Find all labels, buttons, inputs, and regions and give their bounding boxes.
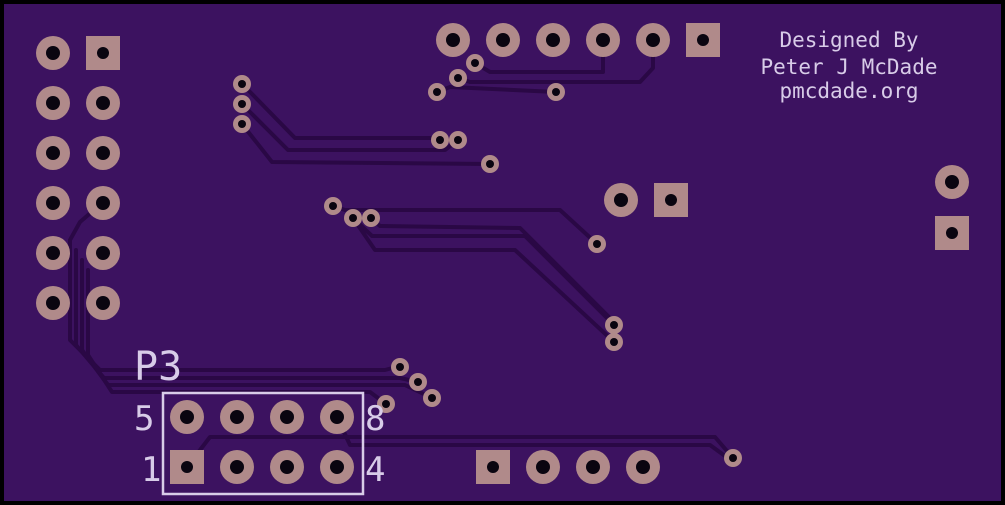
p3-outline bbox=[161, 391, 365, 496]
credits-line-3: pmcdade.org bbox=[779, 79, 918, 103]
round-pads-left bbox=[36, 36, 120, 320]
p3-pin-5-label: 5 bbox=[134, 399, 154, 439]
trace bbox=[240, 102, 460, 152]
trace bbox=[240, 122, 492, 166]
p3-pin-1-label: 1 bbox=[141, 450, 161, 490]
bottom-header bbox=[476, 450, 660, 484]
p3-pin-4-label: 4 bbox=[365, 450, 385, 490]
credits-line-2: Peter J McDade bbox=[760, 55, 937, 79]
pads bbox=[36, 23, 969, 484]
trace bbox=[68, 201, 402, 372]
trace bbox=[240, 82, 442, 140]
credits-line-1: Designed By bbox=[779, 28, 918, 52]
p3-pin-8-label: 8 bbox=[365, 399, 385, 439]
pad-hole bbox=[97, 47, 109, 59]
p3-designator: P3 bbox=[134, 344, 182, 390]
right-2pin bbox=[935, 165, 969, 250]
p3-connector-pads bbox=[170, 400, 354, 484]
trace bbox=[351, 216, 616, 344]
trace bbox=[351, 216, 616, 327]
trace bbox=[86, 268, 388, 406]
top-header bbox=[436, 23, 720, 57]
vias bbox=[233, 54, 742, 467]
middle-2pin bbox=[604, 183, 688, 217]
